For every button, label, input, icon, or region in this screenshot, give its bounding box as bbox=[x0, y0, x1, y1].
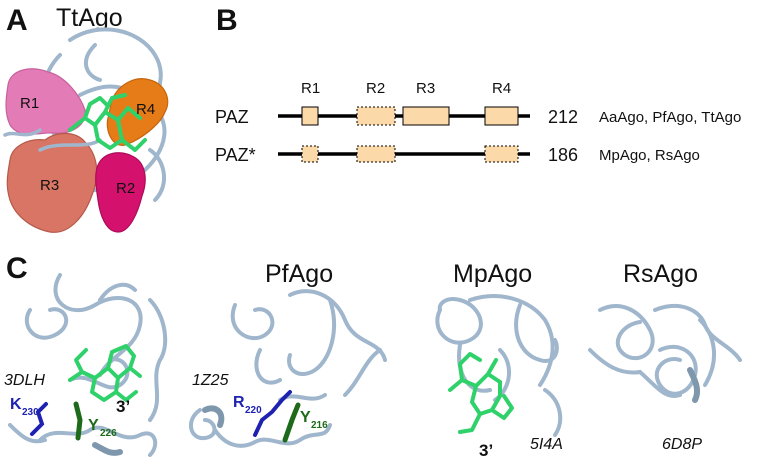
structure-1z25: PfAgo 1Z25 R 220 Y 216 bbox=[189, 260, 387, 448]
domain-diagram: R1 R2 R3 R4 PAZ 212 AaAgo, PfAgo, TtAgo … bbox=[215, 80, 741, 165]
domain-organisms: AaAgo, PfAgo, TtAgo bbox=[599, 109, 741, 126]
region-r3-label: R3 bbox=[40, 177, 59, 194]
lysine-sidechain bbox=[30, 402, 48, 436]
residue-y-number: 226 bbox=[100, 428, 117, 439]
domain-name: PAZ bbox=[215, 107, 249, 127]
domain-row-paz: PAZ 212 AaAgo, PfAgo, TtAgo bbox=[215, 106, 741, 127]
pdb-id: 1Z25 bbox=[192, 372, 229, 389]
residue-k-number: 230 bbox=[22, 407, 39, 418]
region-r4-label: R4 bbox=[136, 101, 155, 118]
panel-c-label: C bbox=[6, 252, 28, 285]
segment-r2-dashed bbox=[356, 145, 396, 163]
tyrosine-sidechain bbox=[73, 401, 83, 441]
pdb-id: 3DLH bbox=[4, 372, 45, 389]
residue-y-letter: Y bbox=[300, 409, 311, 426]
region-r1-surface bbox=[5, 68, 86, 135]
domain-length: 212 bbox=[548, 107, 578, 127]
segment-r1-dashed bbox=[301, 145, 319, 163]
residue-r-letter: R bbox=[233, 394, 245, 411]
domain-organisms: MpAgo, RsAgo bbox=[599, 147, 700, 164]
arginine-sidechain bbox=[253, 390, 292, 437]
panel-b-label: B bbox=[216, 4, 238, 37]
region-r2-label: R2 bbox=[116, 180, 135, 197]
residue-y-number: 216 bbox=[311, 420, 328, 431]
segment-r4-dashed bbox=[484, 145, 519, 163]
pdb-id: 6D8P bbox=[662, 436, 702, 453]
region-header-r1: R1 bbox=[301, 80, 320, 97]
region-r1-label: R1 bbox=[20, 95, 39, 112]
panel-a-title: TtAgo bbox=[56, 4, 123, 32]
ttago-structure: R1 R2 R3 R4 bbox=[3, 27, 169, 233]
segment-r4-solid bbox=[484, 106, 519, 126]
segment-r3-solid bbox=[402, 106, 450, 126]
structure-3dlh: 3DLH K 230 Y 226 3’ bbox=[4, 273, 168, 457]
pdb-id: 5I4A bbox=[530, 436, 563, 453]
segment-r2-dashed bbox=[356, 106, 396, 126]
region-header-r3: R3 bbox=[416, 80, 435, 97]
domain-name: PAZ* bbox=[215, 145, 256, 165]
structure-5i4a: MpAgo 5I4A 3’ bbox=[435, 260, 563, 460]
three-prime-label: 3’ bbox=[479, 441, 493, 460]
segment-r1-solid bbox=[301, 106, 319, 126]
region-r3-surface bbox=[6, 132, 98, 233]
region-header-r2: R2 bbox=[366, 80, 385, 97]
domain-row-paz-star: PAZ* 186 MpAgo, RsAgo bbox=[215, 145, 700, 165]
residue-r-number: 220 bbox=[245, 405, 262, 416]
domain-length: 186 bbox=[548, 145, 578, 165]
structure-title: RsAgo bbox=[623, 260, 698, 288]
tyrosine-sidechain bbox=[282, 402, 301, 443]
panel-a-label: A bbox=[6, 4, 28, 37]
structure-title: MpAgo bbox=[453, 260, 532, 288]
structure-6d8p: RsAgo 6D8P bbox=[588, 260, 742, 453]
region-header-r4: R4 bbox=[492, 80, 511, 97]
three-prime-label: 3’ bbox=[116, 397, 130, 416]
structure-title: PfAgo bbox=[265, 260, 333, 288]
region-r2-surface bbox=[95, 152, 146, 233]
residue-k-letter: K bbox=[10, 396, 22, 413]
residue-y-letter: Y bbox=[88, 417, 99, 434]
